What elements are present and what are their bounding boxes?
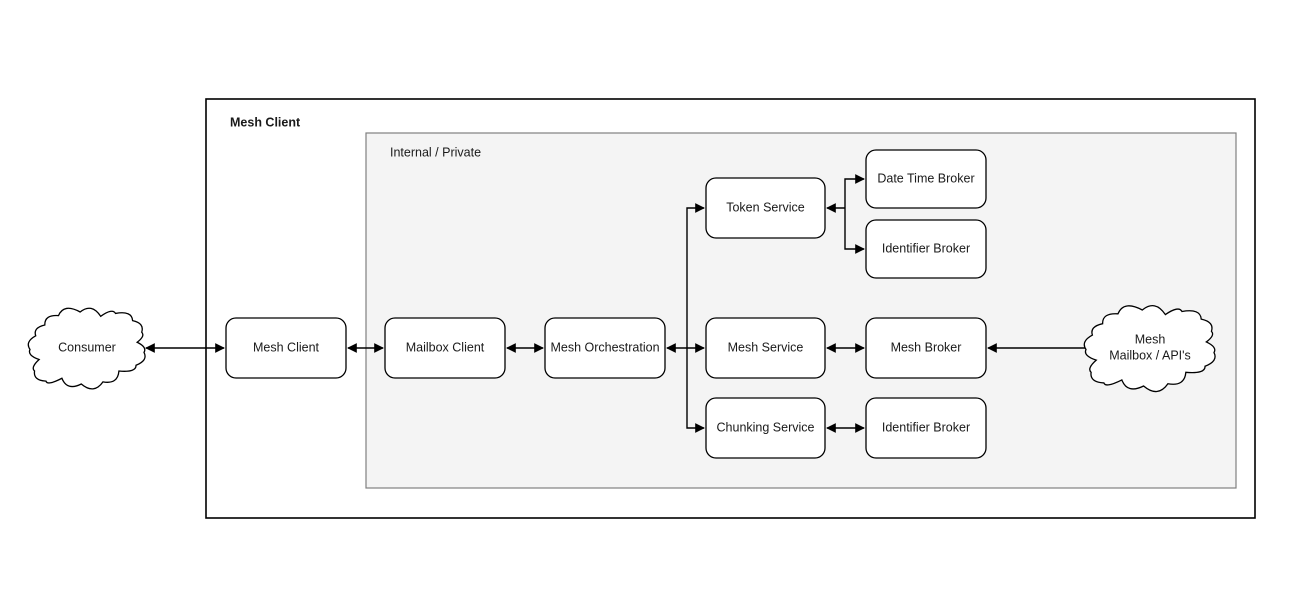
node-shape-mesh-service xyxy=(705,317,826,379)
node-label-identifier-broker-bottom: Identifier Broker xyxy=(882,420,970,434)
edge-trunk-to-chunking-service xyxy=(686,348,705,433)
node-label-mesh-service: Mesh Service xyxy=(728,340,804,354)
container-label-internal-private-boundary: Internal / Private xyxy=(390,145,481,159)
node-date-time-broker[interactable]: Date Time Broker xyxy=(865,149,987,209)
edge-token-service-to-date-time-broker xyxy=(844,174,865,208)
node-shape-mailbox-client xyxy=(384,317,506,379)
node-label-consumer: Consumer xyxy=(58,340,116,354)
node-mailbox-client[interactable]: Mailbox Client xyxy=(384,317,506,379)
node-label-identifier-broker-top: Identifier Broker xyxy=(882,241,970,255)
cloud-shape-mesh-mailbox-api xyxy=(1083,305,1216,393)
node-label-mailbox-client: Mailbox Client xyxy=(406,340,485,354)
node-mesh-client[interactable]: Mesh Client xyxy=(225,317,347,379)
container-mesh-client-boundary: Mesh Client xyxy=(205,98,1256,519)
node-label-chunking-service: Chunking Service xyxy=(717,420,815,434)
node-shape-mesh-client xyxy=(225,317,347,379)
edge-token-service-to-identifier-broker-top xyxy=(844,208,865,254)
node-consumer[interactable]: Consumer xyxy=(27,307,146,390)
node-label-mesh-mailbox-api: Mailbox / API's xyxy=(1109,348,1191,362)
node-shape-chunking-service xyxy=(705,397,826,459)
node-shape-token-service xyxy=(705,177,826,239)
node-label-mesh-mailbox-api: Mesh xyxy=(1135,332,1166,346)
node-label-mesh-broker: Mesh Broker xyxy=(891,340,962,354)
node-chunking-service[interactable]: Chunking Service xyxy=(705,397,826,459)
node-mesh-broker[interactable]: Mesh Broker xyxy=(865,317,987,379)
node-label-mesh-orchestration: Mesh Orchestration xyxy=(550,340,659,354)
node-shape-date-time-broker xyxy=(865,149,987,209)
node-mesh-service[interactable]: Mesh Service xyxy=(705,317,826,379)
node-shape-mesh-orchestration xyxy=(544,317,666,379)
node-shape-identifier-broker-bottom xyxy=(865,397,987,459)
nodes-layer: Consumer Mesh Client Mailbox Client Mesh Or… xyxy=(27,149,1216,459)
node-identifier-broker-bottom[interactable]: Identifier Broker xyxy=(865,397,987,459)
edge-trunk-to-token-service xyxy=(686,203,705,348)
node-label-token-service: Token Service xyxy=(726,200,805,214)
node-token-service[interactable]: Token Service xyxy=(705,177,826,239)
node-label-date-time-broker: Date Time Broker xyxy=(877,171,974,185)
container-label-mesh-client-boundary: Mesh Client xyxy=(230,115,301,129)
node-label-mesh-client: Mesh Client xyxy=(253,340,320,354)
edges-layer xyxy=(145,174,1099,433)
node-mesh-orchestration[interactable]: Mesh Orchestration xyxy=(544,317,666,379)
node-identifier-broker-top[interactable]: Identifier Broker xyxy=(865,219,987,279)
node-shape-identifier-broker-top xyxy=(865,219,987,279)
container-boundary-mesh-client-boundary xyxy=(205,98,1256,519)
node-shape-mesh-broker xyxy=(865,317,987,379)
cloud-shape-consumer xyxy=(27,307,146,390)
